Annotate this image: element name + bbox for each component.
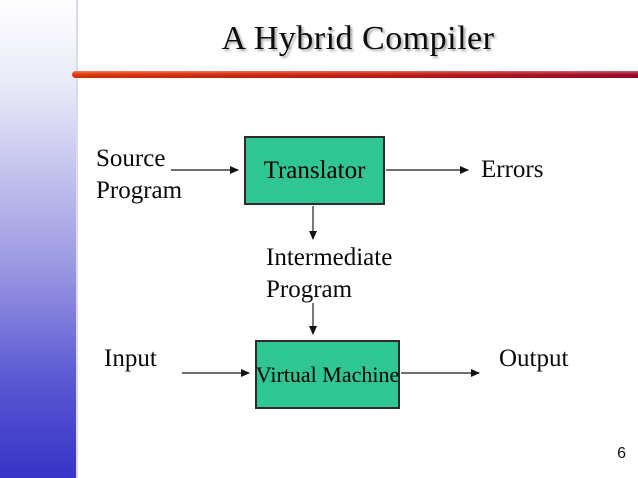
intermediate-program-label-line2: Program	[266, 276, 353, 303]
output-label: Output	[499, 345, 569, 372]
source-program-label-line1: Source	[96, 145, 166, 172]
slide-title: A Hybrid Compiler	[221, 20, 495, 57]
errors-label: Errors	[481, 156, 544, 183]
page-number: 6	[617, 445, 626, 462]
virtual-machine-box: Virtual Machine	[255, 340, 400, 409]
translator-box: Translator	[244, 136, 385, 205]
input-label: Input	[104, 345, 157, 372]
sidebar-gradient	[0, 0, 78, 478]
translator-box-label: Translator	[263, 156, 366, 184]
source-program-label: Source Program	[96, 143, 182, 207]
virtual-machine-box-label: Virtual Machine	[255, 361, 400, 387]
intermediate-program-label: Intermediate Program	[266, 242, 392, 306]
source-program-label-line2: Program	[96, 177, 183, 204]
title-divider-line	[72, 71, 638, 78]
intermediate-program-label-line1: Intermediate	[266, 244, 393, 271]
